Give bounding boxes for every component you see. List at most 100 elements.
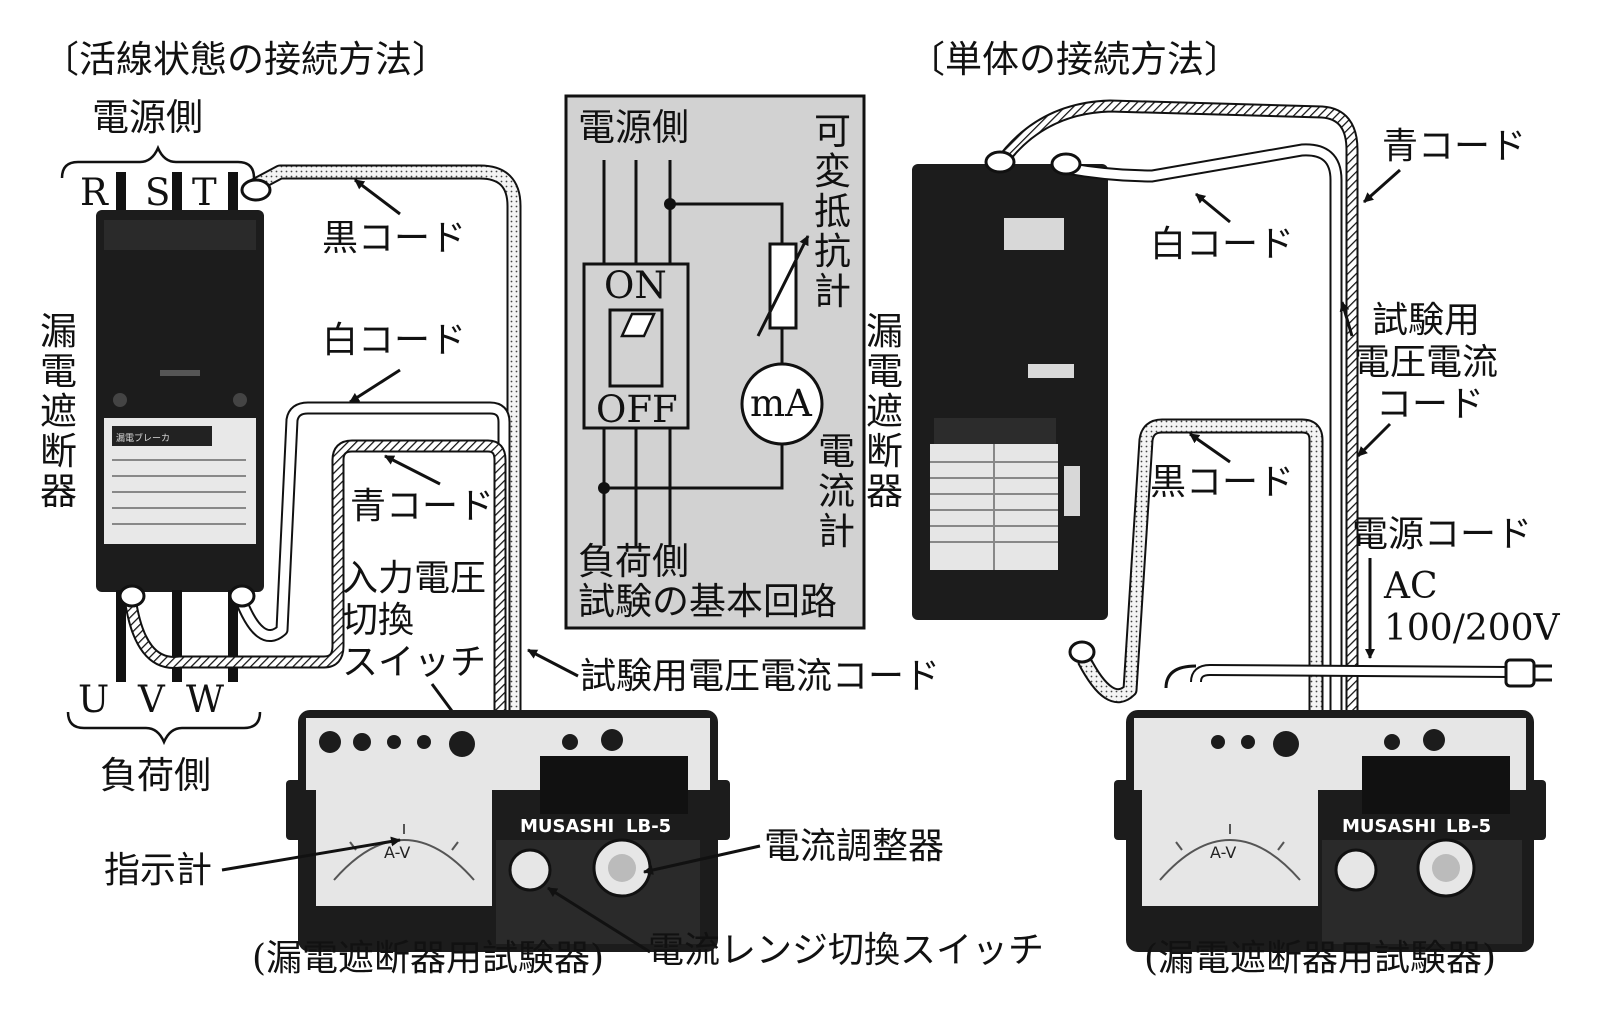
right-black-cord-label: 黒コード xyxy=(1150,462,1294,503)
wire-v xyxy=(172,590,182,682)
right-panel: 〔単体の接続方法〕 漏 電 遮 断 器 xyxy=(866,38,1561,979)
ammeter-text-3: 計 xyxy=(818,510,855,553)
voltage-switch-label-3: スイッチ xyxy=(342,642,486,683)
right-voltage-switch-knob[interactable] xyxy=(1273,731,1299,757)
left-black-cord-label: 黒コード xyxy=(322,218,466,259)
right-meter-scale: A-V xyxy=(1210,843,1236,862)
resistor-label-3: 抵 xyxy=(814,190,851,233)
terminal-v-label: V xyxy=(137,678,166,721)
left-tester-brand: MUSASHI xyxy=(520,816,614,837)
right-blue-cord-line xyxy=(996,101,1357,718)
resistor-label-4: 抗 xyxy=(814,230,851,273)
test-cord-label: 試験用電圧電流コード xyxy=(580,656,940,697)
right-tester-caption: (漏電遮断器用試験器) xyxy=(1144,938,1496,979)
left-breaker-top-terminals xyxy=(104,220,256,250)
right-breaker-indicator xyxy=(1028,364,1074,378)
circuit-supply-label: 電源側 xyxy=(578,106,689,149)
terminal-r-label: R xyxy=(80,171,109,214)
left-breaker-label-2: 電 xyxy=(40,350,77,393)
right-black-cord-line xyxy=(1079,420,1322,718)
right-breaker-label-5: 器 xyxy=(866,470,903,513)
wire-u xyxy=(116,590,126,682)
circuit-caption: 試験の基本回路 xyxy=(578,580,837,623)
left-meter-scale: A-V xyxy=(384,843,410,862)
terminal-s-label: S xyxy=(145,171,170,214)
supply-brace xyxy=(60,144,256,179)
right-black-clip xyxy=(1068,640,1096,664)
resistor-label-1: 可 xyxy=(814,110,851,153)
right-breaker-label-2: 電 xyxy=(866,350,903,393)
wire-w xyxy=(228,590,238,682)
resistor-label-5: 計 xyxy=(814,270,851,313)
left-panel-title: 〔活線状態の接続方法〕 xyxy=(42,38,449,81)
ac-label: AC xyxy=(1383,566,1438,607)
blue-cord-line xyxy=(125,441,505,718)
current-adjuster-label: 電流調整器 xyxy=(764,826,944,867)
left-voltage-switch-knob[interactable] xyxy=(449,731,475,757)
ammeter-text-1: 電 xyxy=(818,430,855,473)
load-side-label: 負荷側 xyxy=(100,754,211,797)
right-tester-brand: MUSASHI xyxy=(1342,816,1436,837)
circuit-load-label: 負荷側 xyxy=(578,540,689,583)
terminal-u-label: U xyxy=(78,678,109,721)
left-panel: 〔活線状態の接続方法〕 電源側 R S T 漏電ブレーカ 漏 電 遮 断 器 xyxy=(40,38,1044,979)
left-tester-model: LB-5 xyxy=(626,816,671,837)
right-indicator-meter xyxy=(1142,790,1318,906)
right-range-switch-knob[interactable] xyxy=(1334,848,1378,892)
ammeter-label: mA xyxy=(750,382,813,425)
left-breaker-plate-text: 漏電ブレーカ xyxy=(116,432,170,444)
left-breaker-screw xyxy=(113,393,127,407)
white-cord-line xyxy=(235,403,509,718)
left-tester-display xyxy=(540,756,688,814)
supply-side-label: 電源側 xyxy=(92,96,203,139)
resistor-label-2: 変 xyxy=(814,150,851,193)
left-breaker-plate-header xyxy=(112,426,212,446)
right-breaker-top-label xyxy=(1004,218,1064,250)
power-cord-label: 電源コード xyxy=(1352,514,1532,555)
terminal-t-label: T xyxy=(192,171,217,214)
right-white-clip xyxy=(1050,152,1082,176)
right-tester-model: LB-5 xyxy=(1446,816,1491,837)
right-panel-title: 〔単体の接続方法〕 xyxy=(908,38,1241,81)
right-tester: A-V MUSASHI LB-5 xyxy=(1114,710,1546,952)
left-white-cord-label: 白コード xyxy=(322,320,466,361)
left-white-clip xyxy=(228,584,256,608)
voltage-switch-label-1: 入力電圧 xyxy=(342,558,486,599)
right-blue-cord-label: 青コード xyxy=(1382,126,1526,167)
wire-t xyxy=(228,172,238,216)
left-tester: A-V MUSASHI LB-5 xyxy=(286,710,730,952)
right-white-cord-line xyxy=(1065,145,1341,718)
left-breaker-screw xyxy=(233,393,247,407)
right-test-cord-label-2: 電圧電流 xyxy=(1354,342,1498,383)
right-test-cord-label-1: 試験用 xyxy=(1372,300,1480,341)
basic-circuit-panel: 電源側 可 変 抵 抗 計 ON OFF mA 電 流 計 負荷側 試験の基本回… xyxy=(564,94,866,630)
left-black-clip xyxy=(240,178,272,202)
right-breaker-label-1: 漏 xyxy=(866,310,903,353)
power-plug xyxy=(1504,658,1536,688)
terminal-w-label: W xyxy=(186,678,224,721)
wire-r xyxy=(116,172,126,216)
left-breaker-label-1: 漏 xyxy=(40,310,77,353)
right-test-cord-label-3: コード xyxy=(1376,384,1484,425)
right-tester-display xyxy=(1362,756,1510,814)
circuit-on-label: ON xyxy=(604,264,667,307)
indicator-label: 指示計 xyxy=(104,850,212,891)
left-breaker-label-3: 遮 xyxy=(40,390,77,433)
left-tester-caption: (漏電遮断器用試験器) xyxy=(252,938,604,979)
right-blue-clip xyxy=(984,150,1016,174)
wire-s xyxy=(172,172,182,216)
left-range-switch-knob[interactable] xyxy=(508,848,552,892)
left-breaker-label-4: 断 xyxy=(40,430,77,473)
left-breaker-lever xyxy=(160,370,200,376)
range-switch-label: 電流レンジ切換スイッチ xyxy=(648,930,1044,971)
voltage-label: 100/200V xyxy=(1384,608,1561,649)
load-brace xyxy=(66,711,262,746)
left-blue-cord-label: 青コード xyxy=(350,486,494,527)
right-white-cord-label: 白コード xyxy=(1150,224,1294,265)
ammeter-text-2: 流 xyxy=(818,470,855,513)
left-blue-clip xyxy=(118,584,146,608)
voltage-switch-label-2: 切換 xyxy=(342,600,414,641)
black-cord-line xyxy=(247,166,520,718)
